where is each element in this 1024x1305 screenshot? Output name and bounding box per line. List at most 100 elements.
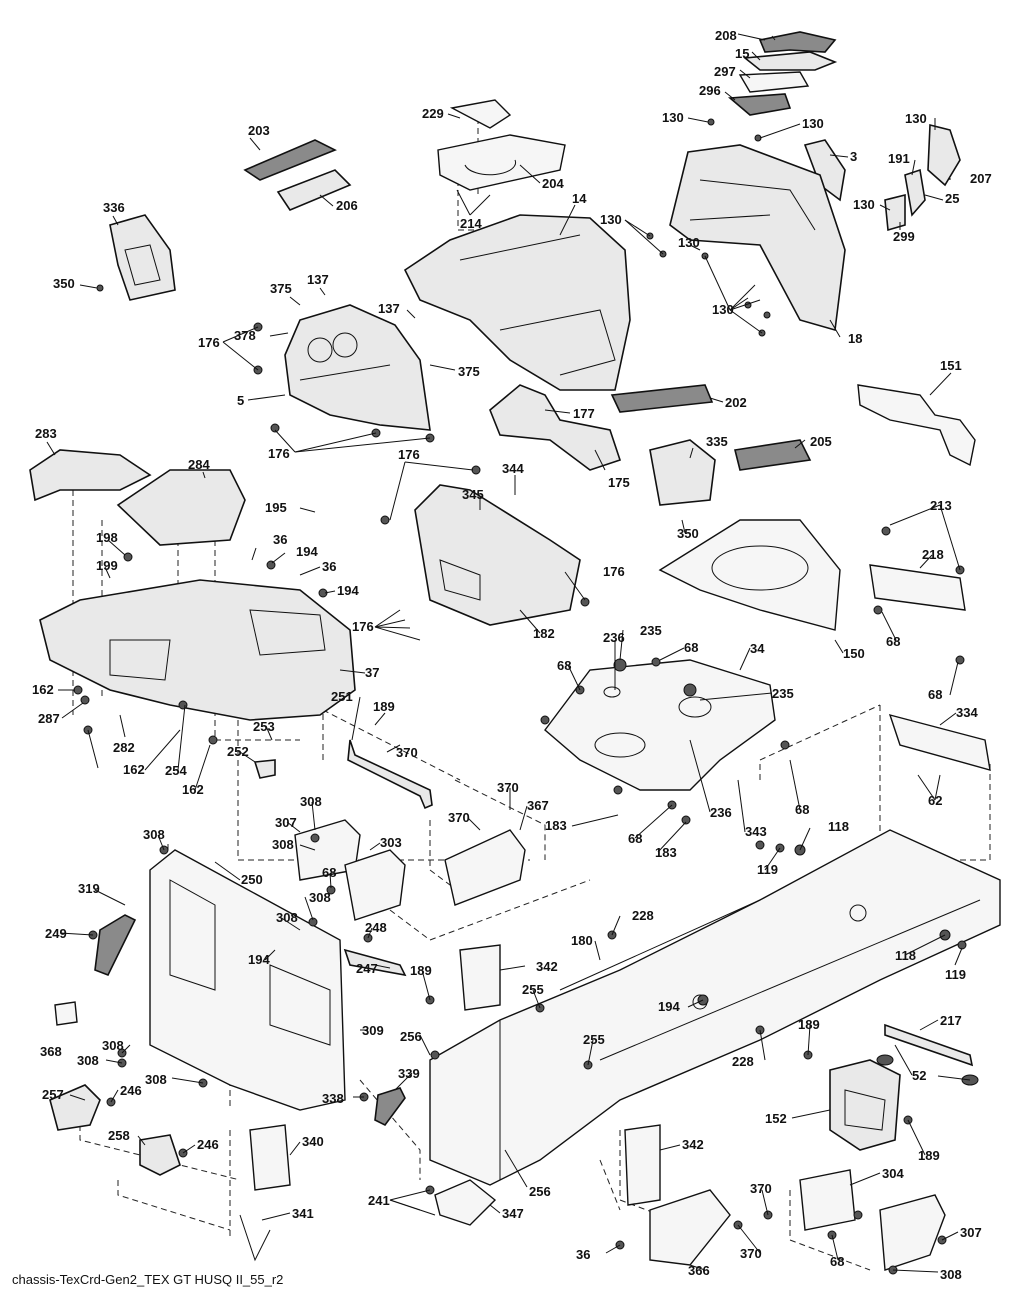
label-3: 3 xyxy=(850,149,857,164)
label-308-i: 308 xyxy=(940,1267,962,1282)
label-182: 182 xyxy=(533,626,555,641)
label-308-a: 308 xyxy=(300,794,322,809)
label-343: 343 xyxy=(745,824,767,839)
label-370-e: 370 xyxy=(740,1246,762,1261)
part-180-frame xyxy=(429,829,1001,1186)
label-334: 334 xyxy=(956,705,978,720)
label-228-b: 228 xyxy=(732,1054,754,1069)
part-251-rod xyxy=(347,739,433,810)
label-336: 336 xyxy=(103,200,125,215)
part-309-panel xyxy=(149,849,346,1111)
label-177: 177 xyxy=(573,406,595,421)
part-339-lever xyxy=(374,1087,406,1127)
label-180: 180 xyxy=(571,933,593,948)
label-287: 287 xyxy=(38,711,60,726)
label-204: 204 xyxy=(542,176,564,191)
label-34: 34 xyxy=(750,641,765,656)
part-5-dash xyxy=(284,304,431,431)
part-203-vent xyxy=(243,139,352,211)
label-189-d: 189 xyxy=(918,1148,940,1163)
label-228-a: 228 xyxy=(632,908,654,923)
label-119-b: 119 xyxy=(945,967,966,982)
label-250: 250 xyxy=(241,872,263,887)
label-253: 253 xyxy=(253,719,275,734)
label-214: 214 xyxy=(460,216,482,231)
label-366: 366 xyxy=(688,1263,710,1278)
label-257: 257 xyxy=(42,1087,64,1102)
label-162-b: 162 xyxy=(123,762,145,777)
label-137-a: 137 xyxy=(307,272,329,287)
label-378: 378 xyxy=(234,328,256,343)
label-344: 344 xyxy=(502,461,524,476)
label-341: 341 xyxy=(292,1206,314,1221)
label-68-g: 68 xyxy=(322,865,336,880)
label-367: 367 xyxy=(527,798,549,813)
label-251: 251 xyxy=(331,689,353,704)
label-208: 208 xyxy=(715,28,737,43)
label-235-a: 235 xyxy=(640,623,662,638)
label-119-a: 119 xyxy=(757,862,778,877)
label-130-d: 130 xyxy=(853,197,875,212)
label-137-b: 137 xyxy=(378,301,400,316)
label-183-a: 183 xyxy=(545,818,567,833)
label-308-c: 308 xyxy=(272,837,294,852)
label-246-a: 246 xyxy=(120,1083,142,1098)
label-68-h: 68 xyxy=(830,1254,844,1269)
label-18: 18 xyxy=(848,331,862,346)
label-345: 345 xyxy=(462,487,484,502)
label-130-e: 130 xyxy=(600,212,622,227)
label-308-f: 308 xyxy=(102,1038,124,1053)
part-347-bracket xyxy=(434,1179,497,1226)
label-189-c: 189 xyxy=(798,1017,820,1032)
label-338: 338 xyxy=(322,1091,344,1106)
part-18-front-grille xyxy=(669,144,846,332)
label-335: 335 xyxy=(706,434,728,449)
label-176-d: 176 xyxy=(603,564,625,579)
label-194-a: 194 xyxy=(296,544,318,559)
label-213: 213 xyxy=(930,498,952,513)
label-307-b: 307 xyxy=(960,1225,982,1240)
label-249: 249 xyxy=(45,926,67,941)
part-247-link xyxy=(343,948,407,977)
label-195: 195 xyxy=(265,500,287,515)
label-162-a: 162 xyxy=(32,682,54,697)
part-207-bracket xyxy=(884,123,961,232)
label-68-a: 68 xyxy=(557,658,571,673)
label-118-b: 118 xyxy=(895,948,916,963)
label-206: 206 xyxy=(336,198,358,213)
hardware-fasteners xyxy=(73,118,967,1275)
label-36-b: 36 xyxy=(322,559,336,574)
part-175-bracket xyxy=(489,384,622,471)
label-218: 218 xyxy=(922,547,944,562)
label-342-a: 342 xyxy=(536,959,558,974)
label-248: 248 xyxy=(365,920,387,935)
label-202: 202 xyxy=(725,395,747,410)
label-303: 303 xyxy=(380,835,402,850)
label-246-b: 246 xyxy=(197,1137,219,1152)
label-241: 241 xyxy=(368,1193,390,1208)
label-68-b: 68 xyxy=(684,640,698,655)
label-307-a: 307 xyxy=(275,815,297,830)
label-203: 203 xyxy=(248,123,270,138)
label-229: 229 xyxy=(422,106,444,121)
label-5: 5 xyxy=(237,393,244,408)
label-130-f: 130 xyxy=(678,235,700,250)
label-304: 304 xyxy=(882,1166,904,1181)
label-176-b: 176 xyxy=(268,446,290,461)
leader-lines xyxy=(46,33,971,1273)
label-14: 14 xyxy=(572,191,587,206)
label-284: 284 xyxy=(188,457,210,472)
label-189-b: 189 xyxy=(410,963,432,978)
label-255-a: 255 xyxy=(522,982,544,997)
label-199: 199 xyxy=(96,558,118,573)
label-308-d: 308 xyxy=(309,890,331,905)
label-370-c: 370 xyxy=(448,810,470,825)
label-296: 296 xyxy=(699,83,721,98)
label-130-g: 130 xyxy=(712,302,734,317)
label-194-c: 194 xyxy=(248,952,270,967)
part-37-fender xyxy=(39,579,356,721)
label-176-a: 176 xyxy=(198,335,220,350)
label-236-b: 236 xyxy=(710,805,732,820)
label-350-a: 350 xyxy=(53,276,75,291)
part-202-vent xyxy=(610,384,714,413)
